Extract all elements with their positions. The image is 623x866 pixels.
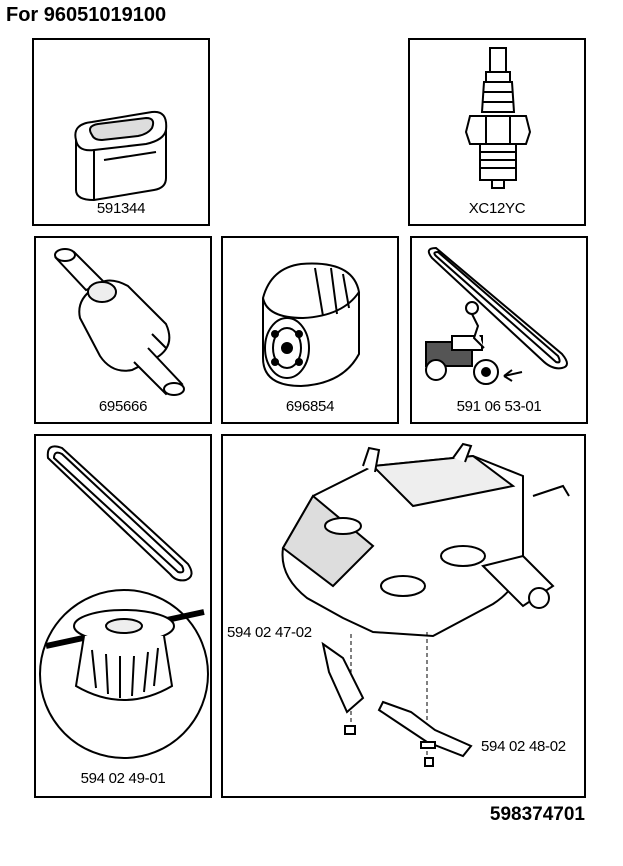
part-number-label: 594 02 47-02 <box>227 624 312 641</box>
part-number-label: XC12YC <box>468 200 526 217</box>
part-number-label: 594 02 49-01 <box>80 770 166 787</box>
panel-air-filter: 591344 <box>32 38 210 226</box>
panel-drive-belt: 591 06 53-01 <box>410 236 588 424</box>
oil-filter-illustration <box>261 262 361 388</box>
document-number: 598374701 <box>489 804 585 825</box>
page-title: For 96051019100 <box>6 4 167 26</box>
part-number-label: 591 06 53-01 <box>456 398 542 415</box>
panel-oil-filter: 696854 <box>221 236 399 424</box>
blade-right-icon <box>377 700 473 767</box>
spark-plug-illustration <box>464 47 532 189</box>
panel-deck-belt-pulley: 594 02 49-01 <box>34 434 212 798</box>
panel-fuel-filter: 695666 <box>34 236 212 424</box>
panel-spark-plug: XC12YC <box>408 38 586 226</box>
air-filter-illustration <box>74 110 168 202</box>
part-number-label: 591344 <box>96 200 146 217</box>
fuel-filter-illustration <box>54 248 185 396</box>
panel-mower-deck-blades: 594 02 47-02 594 02 48-02 <box>221 434 586 798</box>
drive-belt-illustration <box>425 246 568 385</box>
tractor-icon <box>425 301 523 385</box>
part-number-label: 695666 <box>98 398 148 415</box>
part-number-label: 594 02 48-02 <box>481 738 566 755</box>
part-number-label: 696854 <box>285 398 335 415</box>
blade-left-icon <box>321 641 365 735</box>
mower-deck-illustration <box>281 442 570 767</box>
deck-belt-pulley-illustration <box>39 445 209 759</box>
